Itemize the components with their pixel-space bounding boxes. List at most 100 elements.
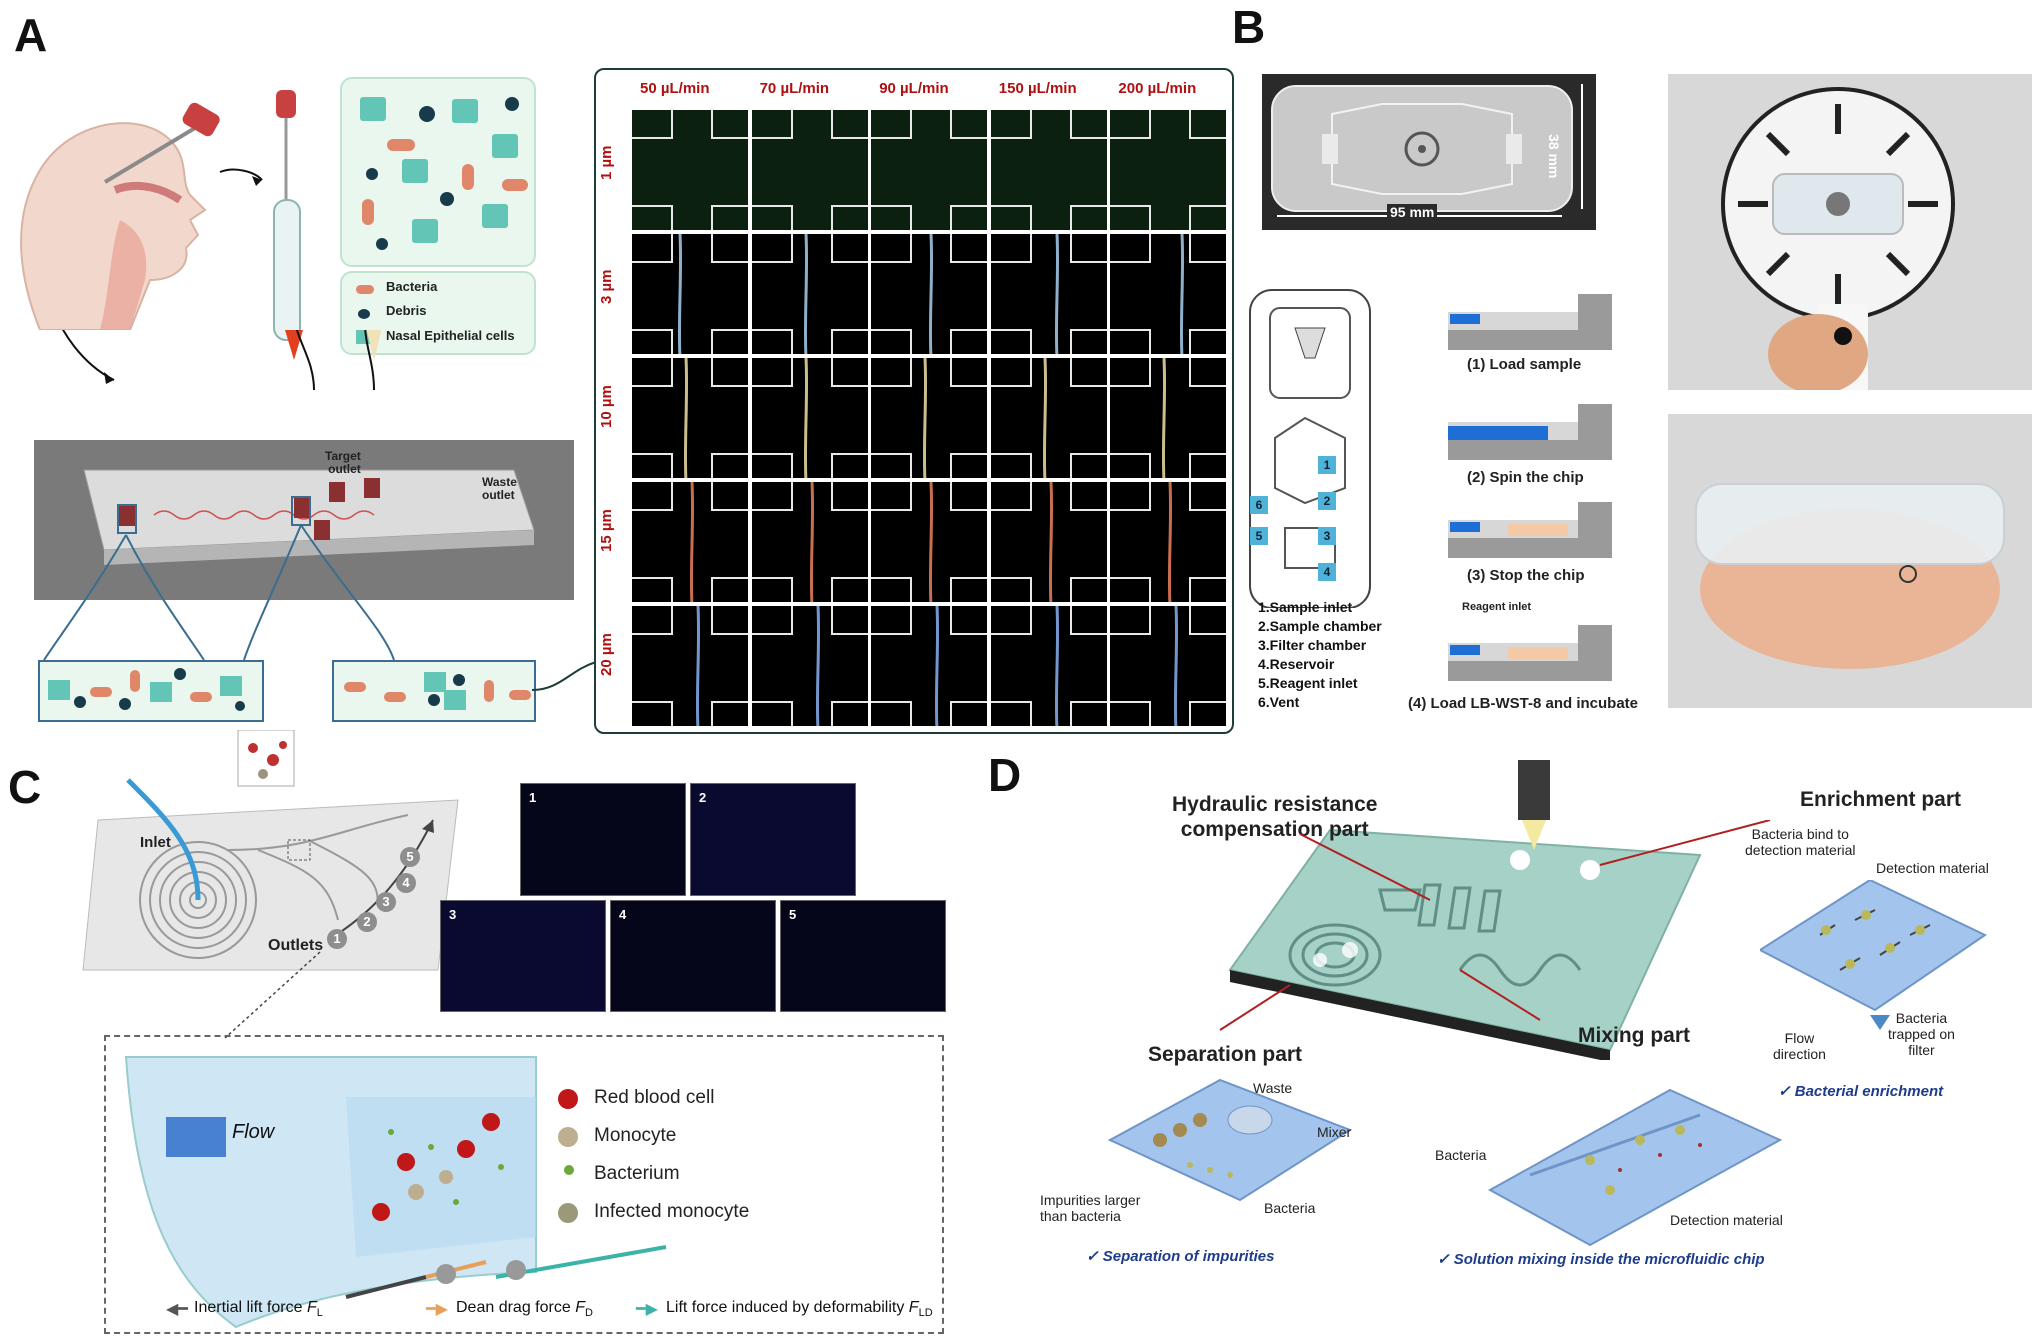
bacteria-bind-label: Bacteria bind to detection material — [1745, 826, 1856, 858]
outlet-number: 3 — [376, 892, 396, 912]
micrograph-cell — [630, 232, 750, 356]
particle-size-label: 20 µm — [598, 633, 615, 676]
fluorescence-thumb: 2 — [690, 783, 856, 896]
panel-letter-a: A — [14, 9, 48, 61]
outlet-number: 4 — [396, 873, 416, 893]
zoom-dotted-line — [224, 951, 321, 1039]
flow-rate-label: 200 µL/min — [1118, 80, 1197, 97]
cell-swatch — [558, 1127, 578, 1147]
step-diagram — [1448, 502, 1612, 560]
particle-size-label: 15 µm — [598, 509, 615, 552]
flow-rate-label: 150 µL/min — [998, 80, 1077, 97]
component-item: 5.Reagent inlet — [1258, 675, 1358, 691]
mixing-caption: ✓ Solution mixing inside the microfluidi… — [1437, 1251, 1765, 1268]
chamber-marker: 3 — [1318, 527, 1336, 545]
component-item: 4.Reservoir — [1258, 656, 1335, 672]
outlet-number: 1 — [327, 929, 347, 949]
legend-debris: Debris — [386, 303, 427, 318]
micrograph-cell — [988, 232, 1109, 356]
mixing-bacteria-label: Bacteria — [1435, 1147, 1487, 1163]
dean-label: Dean drag force FD — [456, 1299, 593, 1320]
centrifugal-chip-schematic — [1249, 289, 1371, 608]
micrograph-cell — [1108, 480, 1229, 604]
chip-width-label: 95 mm — [1387, 204, 1438, 220]
cell-legend-label: Bacterium — [594, 1163, 680, 1184]
micrograph-cell — [869, 480, 990, 604]
enrichment-filter-illustration — [1760, 880, 1987, 1030]
hydraulic-label: Hydraulic resistance compensation part — [1172, 793, 1378, 841]
panel-d-leader-lines — [1219, 820, 1771, 1031]
micrograph-cell — [988, 356, 1109, 480]
outlet-number: 5 — [400, 847, 420, 867]
flow-label: Flow — [232, 1121, 275, 1143]
step-label: (4) Load LB-WST-8 and incubate — [1408, 695, 1639, 712]
flow-direction-label: Flow direction — [1773, 1030, 1826, 1062]
micrograph-cell — [869, 356, 990, 480]
panel-letter-d: D — [988, 749, 1022, 801]
step-label: (1) Load sample — [1467, 356, 1582, 373]
panel-letter-c: C — [8, 761, 42, 813]
mixing-inset — [1487, 1088, 1783, 1247]
separation-bacteria-label: Bacteria — [1264, 1200, 1316, 1216]
micrograph-cell — [988, 480, 1109, 604]
thumb-number: 4 — [619, 907, 627, 922]
spiral-chip-3d — [34, 330, 574, 661]
chamber-marker: 4 — [1318, 563, 1336, 581]
component-list: 1.Sample inlet 2.Sample chamber 3.Filter c… — [1258, 598, 1382, 712]
micrograph-cell — [988, 108, 1109, 232]
mixing-detection-label: Detection material — [1670, 1212, 1783, 1228]
flow-rate-label: 70 µL/min — [759, 80, 830, 97]
inertial-arrow: ◀━ — [166, 1301, 188, 1318]
lift-arrow: ━▶ — [636, 1301, 658, 1318]
micrograph-cell — [749, 232, 870, 356]
micrograph-cell — [1108, 232, 1229, 356]
bacteria-trapped-label: Bacteria trapped on filter — [1888, 1010, 1955, 1058]
reagent-inlet-label: Reagent inlet — [1462, 601, 1532, 613]
micrograph-cell — [869, 108, 990, 232]
component-item: 2.Sample chamber — [1258, 618, 1382, 634]
dean-arrow: ━▶ — [426, 1301, 448, 1318]
force-legend: ◀━ Inertial lift force FL ━▶ Dean drag f… — [166, 1299, 936, 1325]
component-item: 1.Sample inlet — [1258, 599, 1353, 615]
mixing-label: Mixing part — [1578, 1024, 1691, 1047]
flow-rate-label: 50 µL/min — [640, 80, 710, 97]
cell-legend-label: Monocyte — [594, 1125, 677, 1146]
mixer-label: Mixer — [1317, 1124, 1352, 1140]
bacteria-swatch — [356, 285, 374, 294]
chip-height-label: 38 mm — [1546, 134, 1562, 179]
micrograph-cell — [630, 356, 750, 480]
micrograph-cell — [630, 480, 750, 604]
micrograph-cell — [630, 108, 750, 232]
chamber-marker: 2 — [1318, 492, 1336, 510]
particle-size-label: 10 µm — [598, 385, 615, 428]
micrograph-cell — [749, 480, 870, 604]
fluorescence-thumb: 1 — [520, 783, 686, 896]
micrograph-cells — [630, 108, 1229, 728]
thumb-number: 2 — [699, 790, 707, 805]
micrograph-cell — [1108, 604, 1229, 728]
impurities-label: Impurities larger than bacteria — [1040, 1192, 1141, 1224]
micrograph-cell — [749, 604, 870, 728]
micrograph-cell — [630, 604, 750, 728]
test-tube — [273, 90, 301, 341]
component-item: 3.Filter chamber — [1258, 637, 1367, 653]
micrograph-cell — [869, 604, 990, 728]
particle-size-label: 3 µm — [598, 269, 615, 305]
thumb-number: 1 — [529, 790, 537, 805]
device-side-photo — [1668, 414, 2032, 708]
step-diagram — [1448, 404, 1612, 462]
enrichment-label: Enrichment part — [1800, 788, 1962, 811]
thumb-number: 3 — [449, 907, 457, 922]
zoom-connector — [531, 661, 597, 691]
cell-legend-label: Infected monocyte — [594, 1201, 750, 1222]
debris-swatch — [358, 309, 370, 319]
target-outlet-label: Target outlet — [325, 449, 361, 476]
chamber-marker: 6 — [1250, 496, 1268, 514]
separation-inset — [1107, 1078, 1353, 1202]
panel-letter-b: B — [1232, 1, 1266, 53]
step-diagram — [1448, 625, 1612, 683]
micrograph-cell — [749, 108, 870, 232]
sample-mixture-box — [340, 77, 536, 267]
